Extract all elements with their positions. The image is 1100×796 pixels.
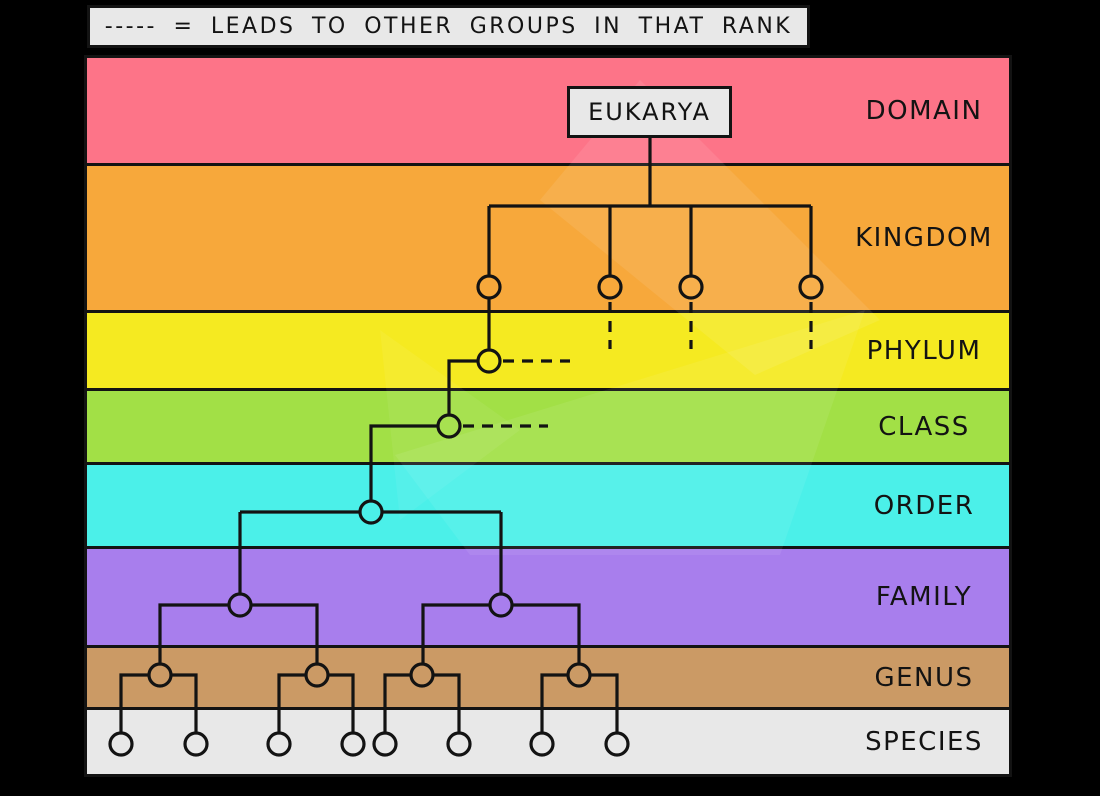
rank-bands: DOMAIN KINGDOM PHYLUM CLASS ORDER FAMILY… (84, 55, 1012, 777)
rank-label-domain: DOMAIN (865, 95, 983, 126)
legend-box: ----- = LEADS TO OTHER GROUPS IN THAT RA… (87, 5, 810, 48)
root-node-label: EUKARYA (588, 98, 711, 126)
band-domain: DOMAIN (87, 58, 1009, 163)
band-order: ORDER (87, 462, 1009, 546)
band-phylum: PHYLUM (87, 310, 1009, 388)
rank-label-genus: GENUS (874, 662, 974, 693)
band-class: CLASS (87, 388, 1009, 462)
legend-text: ----- = LEADS TO OTHER GROUPS IN THAT RA… (104, 14, 793, 39)
rank-label-family: FAMILY (875, 582, 973, 612)
rank-label-species: SPECIES (865, 727, 983, 757)
rank-label-order: ORDER (873, 490, 975, 521)
band-family: FAMILY (87, 546, 1009, 645)
rank-label-kingdom: KINGDOM (855, 223, 993, 253)
rank-label-class: CLASS (878, 411, 970, 442)
root-node-box: EUKARYA (567, 86, 732, 138)
band-species: SPECIES (87, 707, 1009, 774)
rank-label-phylum: PHYLUM (866, 335, 982, 366)
band-genus: GENUS (87, 645, 1009, 707)
band-kingdom: KINGDOM (87, 163, 1009, 310)
